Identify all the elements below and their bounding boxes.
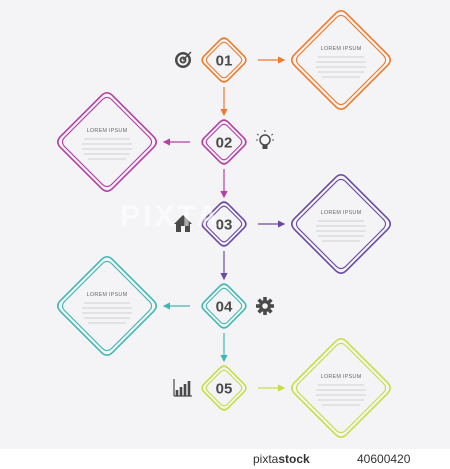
step-number-04: 04 [216, 299, 233, 316]
watermark: PIXTA [120, 200, 222, 233]
step-node-05: 05 [201, 365, 247, 411]
step-number-03: 03 [216, 217, 233, 234]
content-boxes: LOREM IPSUM LOREM IPSUM LOREM IPSUM LOREM I… [57, 10, 391, 438]
gear-icon [256, 297, 274, 315]
bar-chart-icon [173, 379, 192, 397]
step-icons [173, 51, 274, 397]
content-box-title-01: LOREM IPSUM [321, 46, 362, 52]
step-number-05: 05 [216, 381, 233, 398]
content-box-04: LOREM IPSUM [57, 256, 157, 356]
content-box-01: LOREM IPSUM [291, 10, 391, 110]
content-box-03: LOREM IPSUM [291, 174, 391, 274]
connectors [162, 56, 286, 392]
step-number-02: 02 [216, 135, 233, 152]
content-box-title-04: LOREM IPSUM [87, 292, 128, 298]
step-node-03: 03 [201, 201, 247, 247]
footer-brand: pixtastock [253, 452, 310, 466]
content-box-title-02: LOREM IPSUM [87, 128, 128, 134]
step-node-02: 02 [201, 119, 247, 165]
footer: pixtastock 40600420 [0, 449, 450, 469]
lightbulb-icon [256, 130, 274, 149]
content-box-02: LOREM IPSUM [57, 92, 157, 192]
content-box-title-05: LOREM IPSUM [321, 374, 362, 380]
step-nodes: 01 02 03 04 05 [201, 37, 247, 411]
step-node-04: 04 [201, 283, 247, 329]
footer-image-id: 40600420 [357, 452, 411, 466]
content-box-title-03: LOREM IPSUM [321, 210, 362, 216]
content-box-05: LOREM IPSUM [291, 338, 391, 438]
step-number-01: 01 [216, 53, 233, 70]
house-icon [174, 215, 192, 232]
target-icon [175, 51, 192, 68]
step-node-01: 01 [201, 37, 247, 83]
